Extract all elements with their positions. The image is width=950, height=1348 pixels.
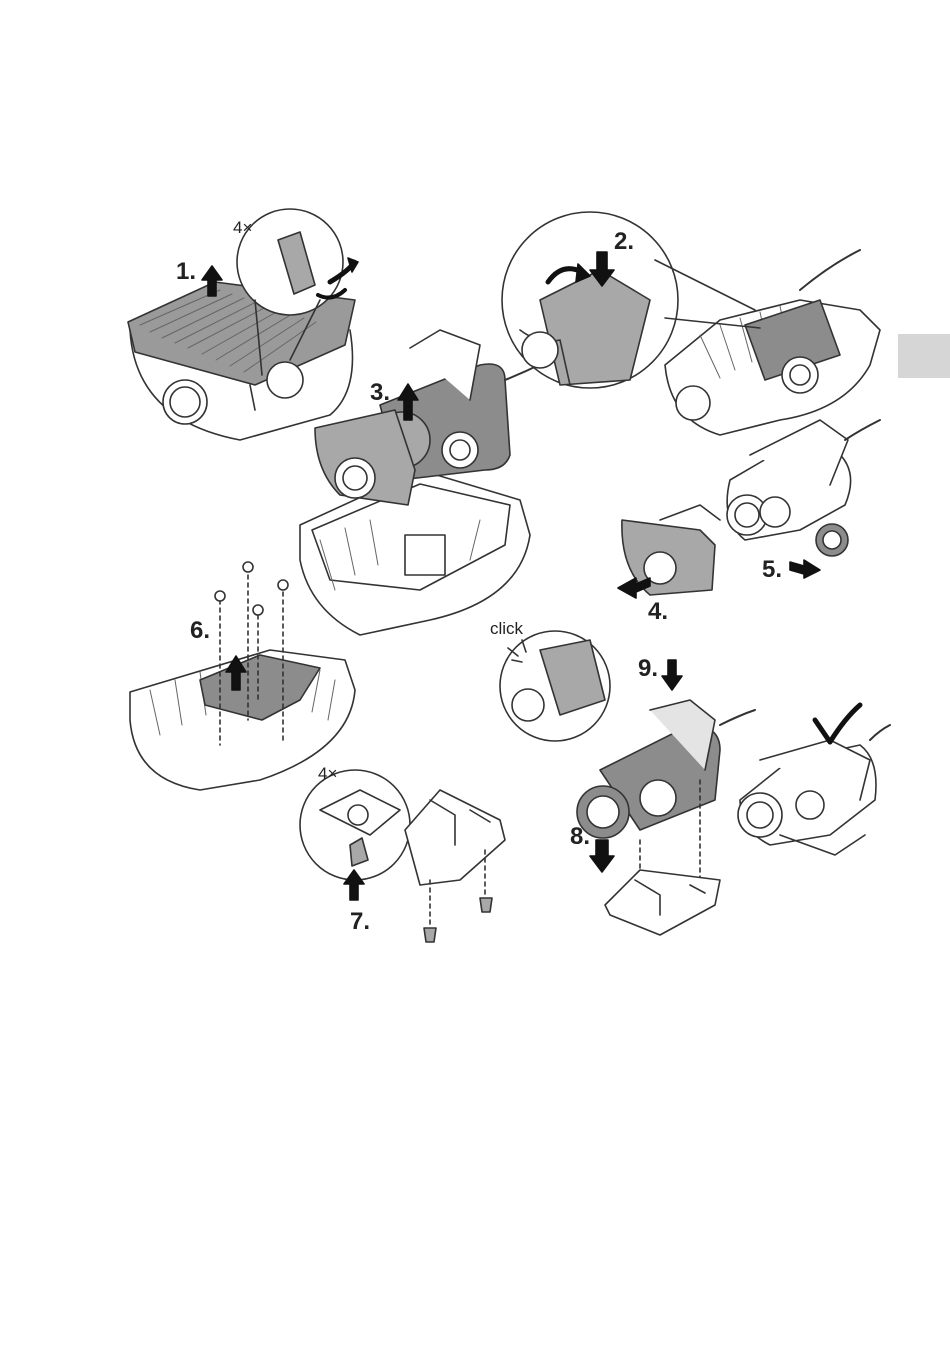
step-4-label: 4. bbox=[648, 600, 668, 624]
step-9-label: 9. bbox=[638, 657, 658, 681]
step-6-label: 6. bbox=[190, 619, 210, 643]
step4-arrow-left bbox=[618, 578, 650, 598]
count-label-top: 4× bbox=[233, 219, 252, 236]
step2-housing bbox=[665, 250, 880, 435]
count-label-bottom: 4× bbox=[318, 765, 337, 782]
step-7-label: 7. bbox=[350, 910, 370, 934]
step9-arrow-down bbox=[662, 660, 682, 690]
step-1-label: 1. bbox=[176, 260, 196, 284]
click-label: click bbox=[490, 620, 523, 637]
step5-arrow-right bbox=[790, 560, 820, 578]
step9-detail-magnifier bbox=[500, 631, 610, 741]
step7-base-part bbox=[405, 790, 505, 942]
step-8-label: 8. bbox=[570, 825, 590, 849]
step-2-label: 2. bbox=[614, 230, 634, 254]
step8-arrow-down bbox=[590, 840, 614, 872]
step3-housing-open bbox=[300, 470, 530, 635]
final-assembly bbox=[738, 725, 890, 855]
step4-5-motor bbox=[622, 420, 880, 595]
step8-base-part bbox=[605, 870, 720, 935]
step-3-label: 3. bbox=[370, 381, 390, 405]
checkmark-icon bbox=[815, 705, 860, 742]
step7-detail-magnifier bbox=[300, 770, 410, 880]
step-5-label: 5. bbox=[762, 558, 782, 582]
